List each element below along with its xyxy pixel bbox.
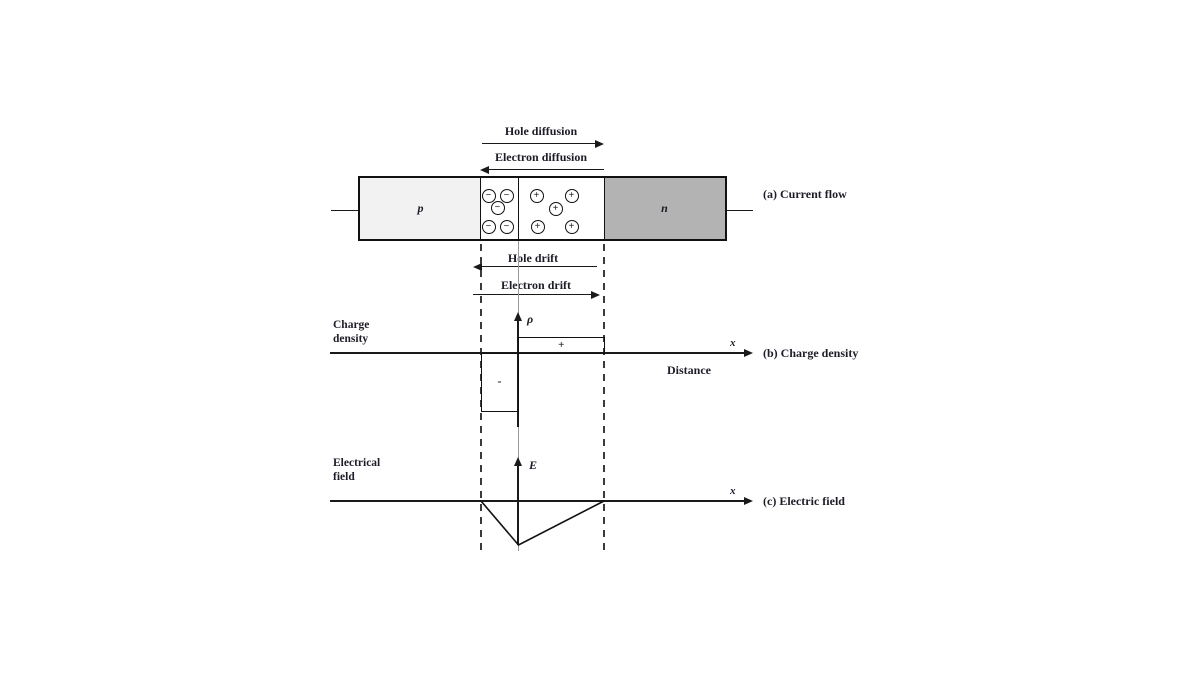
electron-diffusion-label: Electron diffusion bbox=[494, 150, 588, 164]
electric-field-y-axis-arrowhead-icon bbox=[513, 457, 522, 466]
electric-field-x-axis-arrowhead-icon bbox=[744, 497, 753, 506]
charge-density-x-axis-arrowhead-icon bbox=[744, 349, 753, 358]
charge-density-y-axis-arrowhead-icon bbox=[513, 312, 522, 321]
n-region bbox=[604, 178, 725, 239]
charge-density-x-symbol: x bbox=[730, 337, 736, 349]
rho-symbol: ρ bbox=[527, 312, 534, 326]
p-region bbox=[360, 178, 481, 239]
electron-drift-label: Electron drift bbox=[500, 278, 572, 292]
negative-ion-icon: − bbox=[481, 188, 496, 203]
positive-ion-icon: + bbox=[529, 188, 544, 203]
positive-ion-icon: + bbox=[548, 201, 563, 216]
positive-ion-icon: + bbox=[530, 219, 545, 234]
hole-diffusion-label: Hole diffusion bbox=[504, 124, 578, 138]
electron-diffusion-arrow-line bbox=[488, 169, 604, 171]
hole-drift-arrowhead-icon bbox=[473, 262, 482, 271]
hole-drift-label: Hole drift bbox=[507, 251, 559, 265]
electric-field-curve bbox=[480, 500, 605, 547]
electric-field-x-symbol: x bbox=[730, 485, 736, 497]
panel-b-caption: (b) Charge density bbox=[763, 346, 859, 360]
distance-label: Distance bbox=[667, 363, 711, 377]
positive-ion-icon: + bbox=[564, 219, 579, 234]
positive-ion-icon: + bbox=[564, 188, 579, 203]
n-region-label: n bbox=[661, 201, 668, 215]
panel-a-caption: (a) Current flow bbox=[763, 187, 847, 201]
positive-charge-block: + bbox=[518, 336, 605, 354]
hole-diffusion-arrowhead-icon bbox=[595, 139, 604, 148]
junction-line bbox=[517, 178, 520, 239]
negative-ion-icon: − bbox=[490, 200, 505, 215]
negative-charge-block: - bbox=[480, 353, 519, 412]
electric-field-axis-title: Electrical field bbox=[333, 457, 381, 484]
hole-drift-arrow-line bbox=[481, 266, 597, 268]
electric-field-y-axis bbox=[517, 462, 520, 545]
charge-density-axis-title: Charge density bbox=[333, 319, 370, 346]
p-region-label: p bbox=[417, 201, 424, 215]
negative-ion-icon: − bbox=[481, 219, 496, 234]
electric-field-x-axis bbox=[330, 500, 745, 502]
panel-c-caption: (c) Electric field bbox=[763, 494, 845, 508]
electron-drift-arrow-line bbox=[473, 294, 592, 296]
negative-ion-icon: − bbox=[499, 188, 514, 203]
depletion-right-dashed-line bbox=[602, 244, 605, 552]
e-field-symbol: E bbox=[529, 458, 538, 472]
hole-diffusion-arrow-line bbox=[482, 143, 597, 145]
electron-diffusion-arrowhead-icon bbox=[480, 165, 489, 174]
left-lead-wire bbox=[331, 209, 358, 211]
negative-ion-icon: − bbox=[499, 219, 514, 234]
electron-drift-arrowhead-icon bbox=[591, 290, 600, 299]
right-lead-wire bbox=[727, 209, 753, 211]
